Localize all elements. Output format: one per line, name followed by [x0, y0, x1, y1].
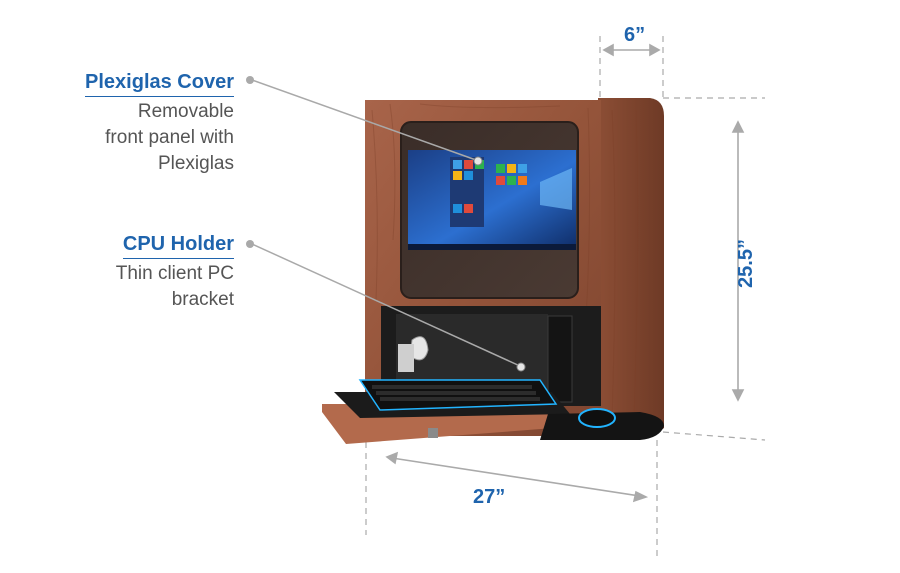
wood-grain-texture — [371, 103, 639, 421]
cpu-holder-mount — [398, 336, 429, 372]
depth-dimension-arrow — [602, 43, 661, 57]
support-leg — [428, 428, 438, 438]
mouse — [578, 408, 616, 428]
height-dimension-label: 25.5” — [734, 239, 757, 288]
plexiglas-cover-callout: Plexiglas Cover Removable front panel wi… — [85, 70, 234, 177]
cabinet-side-panel — [598, 98, 664, 432]
height-dimension-arrow — [731, 120, 745, 402]
callout-leader-lines — [251, 79, 521, 367]
cpu-callout-dot-start — [246, 240, 254, 248]
cpu-holder-title: CPU Holder — [122, 232, 234, 259]
taskbar — [408, 244, 576, 250]
cpu-holder-description: Thin client PC bracket — [115, 263, 234, 310]
width-dimension-label: 27” — [473, 486, 506, 508]
width-dimension-arrow — [385, 451, 649, 503]
start-menu-tiles — [450, 157, 572, 227]
plexiglas-cover-title: Plexiglas Cover — [85, 70, 234, 97]
cpu-holder-callout: CPU Holder Thin client PC bracket — [116, 232, 234, 313]
plexiglas-cover-description: Removable front panel with Plexiglas — [105, 101, 234, 174]
cpu-bracket — [547, 315, 573, 403]
plexiglas-callout-dot-end — [473, 156, 483, 166]
depth-dimension-label: 6” — [624, 24, 646, 46]
dimension-extension-lines — [365, 36, 766, 560]
plexiglas-callout-dot-start — [246, 76, 254, 84]
cpu-callout-dot-end — [516, 362, 526, 372]
keyboard-keys — [372, 385, 540, 401]
